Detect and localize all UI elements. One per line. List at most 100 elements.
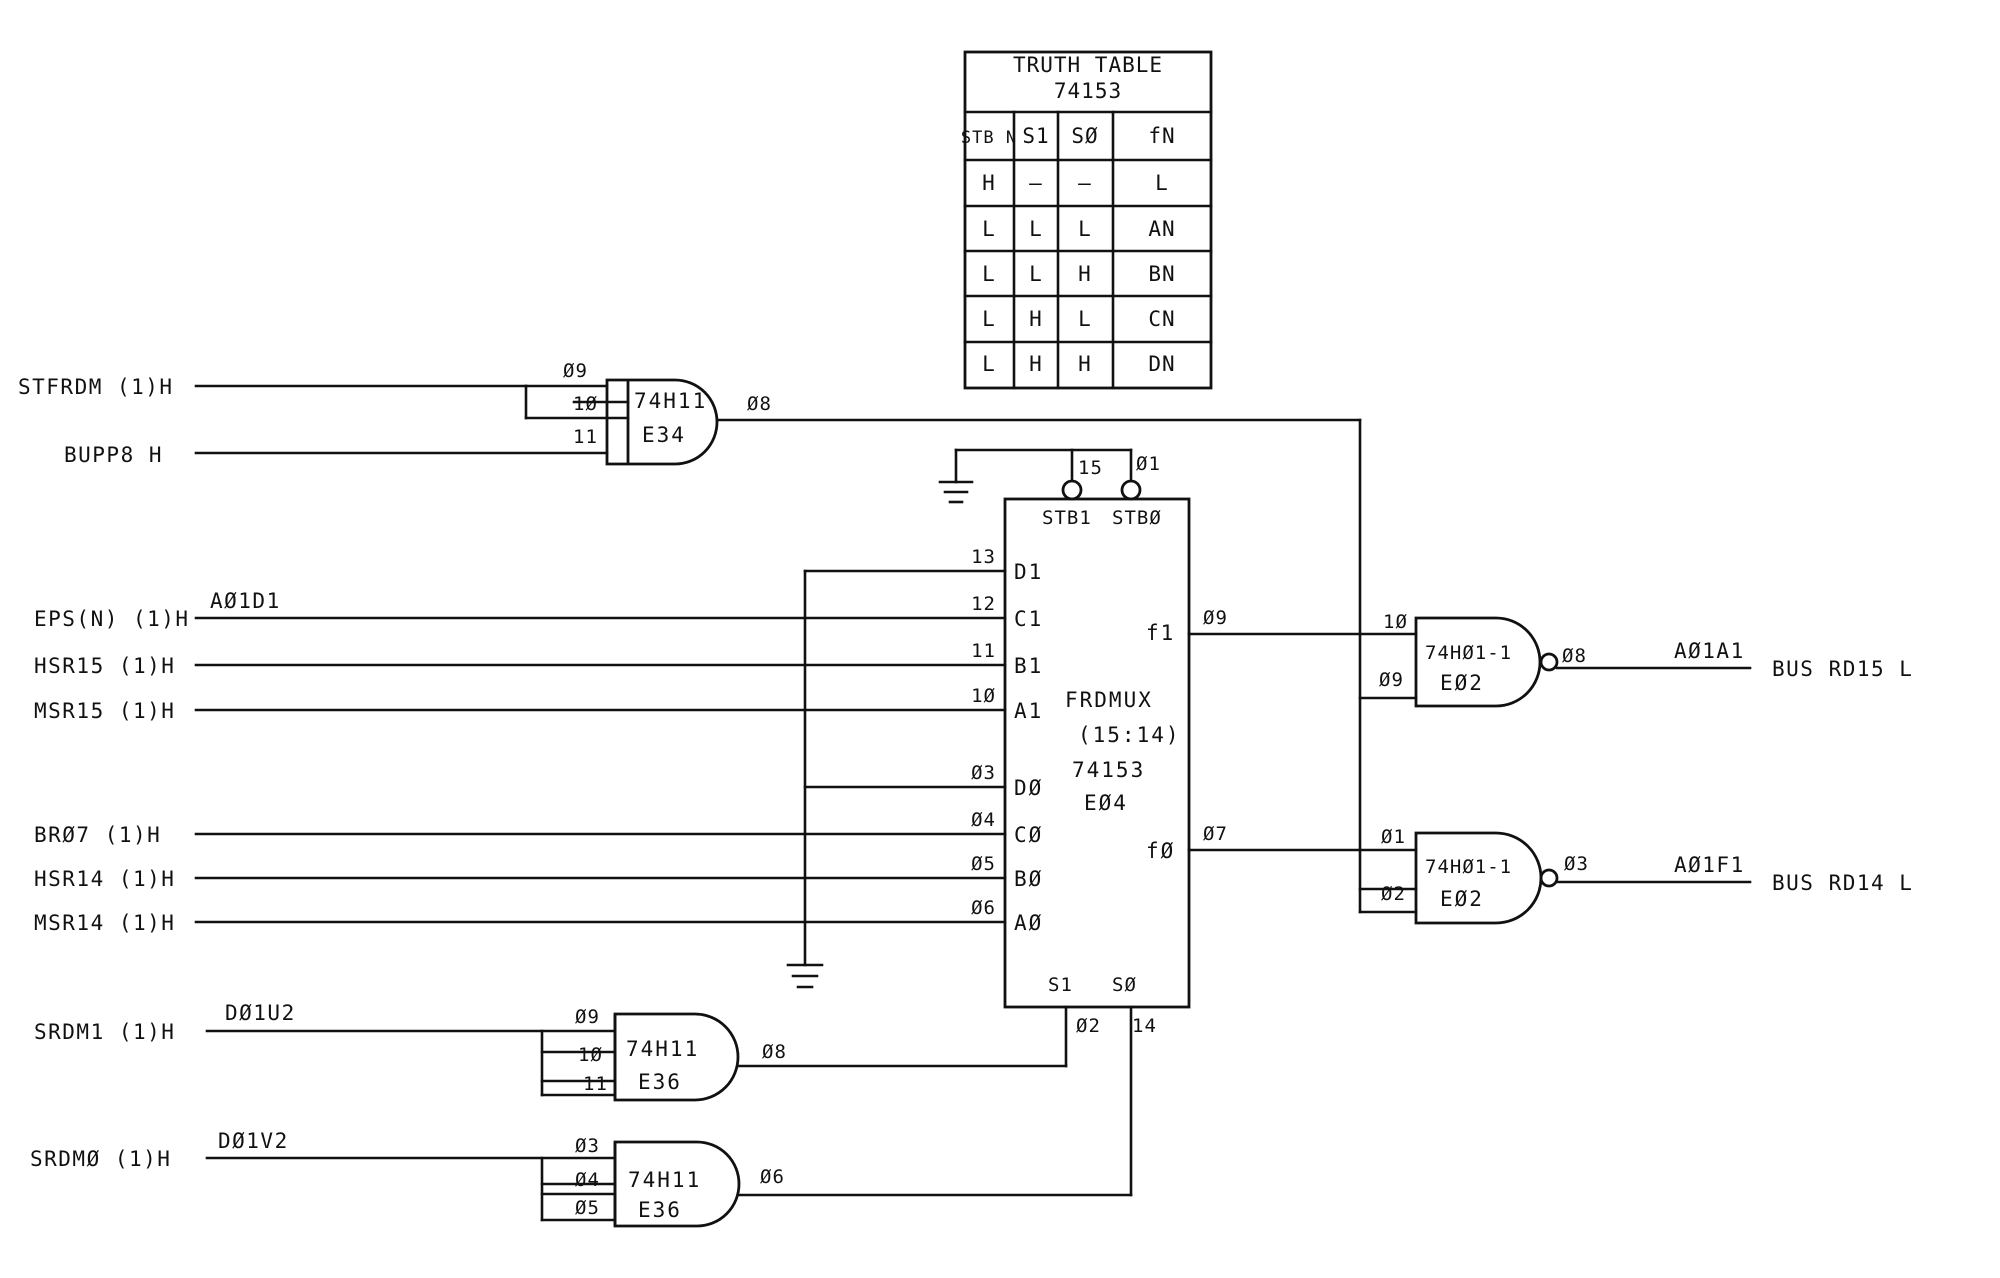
mux-stb1-bubble <box>1061 479 1083 501</box>
mux-input-pin: Ø4 <box>971 809 996 831</box>
signal-stfrdm: STFRDM (1)H <box>18 375 174 399</box>
nand-top-pin-out: Ø8 <box>1562 645 1587 667</box>
truth-table-cell: L <box>982 352 996 376</box>
nand-bottom-pin-b: Ø2 <box>1381 883 1406 905</box>
signal-eps: EPS(N) (1)H <box>34 607 190 631</box>
mux-range: (15:14) <box>1078 723 1181 747</box>
mux-type: 74153 <box>1072 758 1145 782</box>
truth-table-cell: L <box>982 217 996 241</box>
e36b-type: 74H11 <box>628 1168 701 1192</box>
signal-msr15: MSR15 (1)H <box>34 699 175 723</box>
header-fn: fN <box>1148 124 1175 148</box>
signal-msr14: MSR14 (1)H <box>34 911 175 935</box>
nand-top-pin-b: Ø9 <box>1379 669 1404 691</box>
nand-gate-e02-bottom: 74HØ1-1 EØ2 Ø1 Ø2 Ø3 <box>1381 826 1589 925</box>
nand-top-ref: EØ2 <box>1440 671 1484 695</box>
truth-table-cell: H <box>982 171 996 195</box>
signal-br07: BRØ7 (1)H <box>34 823 161 847</box>
mux-out-f0-name: fØ <box>1146 839 1175 863</box>
mux-input-pin: 11 <box>971 640 996 662</box>
signal-labels: STFRDM (1)H BUPP8 H EPS(N) (1)H HSR15 (1… <box>18 375 1913 1171</box>
mux-input-name: A1 <box>1014 699 1043 723</box>
mux-sel-s0-name: SØ <box>1112 974 1137 996</box>
truth-table-part: 74153 <box>1054 79 1122 103</box>
mux-out-f1-name: f1 <box>1146 621 1175 645</box>
mux-input-pin: 1Ø <box>971 685 996 707</box>
mux-input-name: AØ <box>1014 911 1043 935</box>
mux-stb1-pin: 15 <box>1078 457 1103 479</box>
e36a-pin-a: Ø9 <box>575 1006 600 1028</box>
ground-tie-d-inputs <box>786 569 1007 989</box>
mux-input-name: DØ <box>1014 776 1043 800</box>
truth-table-cell: H <box>1078 262 1092 286</box>
header-s0: SØ <box>1071 124 1098 148</box>
signal-srdm1: SRDM1 (1)H <box>34 1020 175 1044</box>
truth-table-cell: H <box>1078 352 1092 376</box>
truth-table-cell: CN <box>1148 307 1175 331</box>
nand-top-type: 74HØ1-1 <box>1425 642 1512 664</box>
output-bus-rd14: BUS RD14 L <box>1772 871 1913 895</box>
signal-srdm0: SRDMØ (1)H <box>30 1147 171 1171</box>
mux-input-pin: Ø6 <box>971 897 996 919</box>
net-d01v2: DØ1V2 <box>218 1129 289 1153</box>
e36a-pin-b: 1Ø <box>578 1044 603 1066</box>
and-gate-e36-bottom: Ø3 Ø4 Ø5 74H11 E36 Ø6 <box>540 1135 785 1228</box>
e34-pin-c: 11 <box>573 426 598 448</box>
e36a-pin-c: 11 <box>583 1073 608 1095</box>
e36b-pin-b: Ø4 <box>575 1169 600 1191</box>
truth-table-cell: L <box>1029 217 1043 241</box>
e34-pin-a: Ø9 <box>563 360 588 382</box>
and-gate-e36-top: Ø9 1Ø 11 74H11 E36 Ø8 <box>540 1006 786 1102</box>
truth-table-cell: DN <box>1148 352 1175 376</box>
e36a-ref: E36 <box>638 1070 682 1094</box>
mux-sel-s1-pin: Ø2 <box>1076 1015 1101 1037</box>
mux-74153-e04: FRDMUX (15:14) 74153 EØ4 STB1 STBØ 15 Ø1… <box>938 448 1228 1037</box>
truth-table-title: TRUTH TABLE <box>1013 53 1163 77</box>
mux-input-name: CØ <box>1014 823 1043 847</box>
mux-stb1-label: STB1 <box>1042 507 1092 529</box>
output-bus-rd15: BUS RD15 L <box>1772 657 1913 681</box>
e34-pin-b: 1Ø <box>573 393 598 415</box>
truth-table-cell: L <box>1029 262 1043 286</box>
e36b-ref: E36 <box>638 1198 682 1222</box>
nand-bottom-pin-a: Ø1 <box>1381 826 1406 848</box>
net-a01d1: AØ1D1 <box>210 589 281 613</box>
mux-input-pin: Ø5 <box>971 853 996 875</box>
truth-table-cell: — <box>1029 171 1043 195</box>
mux-sel-s1-name: S1 <box>1048 974 1073 996</box>
signal-bupp8: BUPP8 H <box>64 443 163 467</box>
signal-hsr15: HSR15 (1)H <box>34 654 175 678</box>
truth-table-cell: L <box>982 262 996 286</box>
truth-table-cell: AN <box>1148 217 1175 241</box>
truth-table-cell: H <box>1029 307 1043 331</box>
nand-gate-e02-top: 74HØ1-1 EØ2 1Ø Ø9 Ø8 <box>1379 611 1587 708</box>
e34-ref: E34 <box>642 423 686 447</box>
e36b-pin-c: Ø5 <box>575 1197 600 1219</box>
e34-pin-out: Ø8 <box>747 393 772 415</box>
truth-table-cell: L <box>1155 171 1169 195</box>
truth-table-cell: BN <box>1148 262 1175 286</box>
net-a01a1: AØ1A1 <box>1674 639 1745 663</box>
mux-ref: EØ4 <box>1084 791 1128 815</box>
mux-out-f1-pin: Ø9 <box>1203 607 1228 629</box>
mux-input-name: BØ <box>1014 867 1043 891</box>
truth-table-cell: L <box>982 307 996 331</box>
and-gate-e34: Ø9 1Ø 11 74H11 E34 Ø8 <box>524 360 772 466</box>
truth-table-cell: H <box>1029 352 1043 376</box>
e34-type: 74H11 <box>634 389 707 413</box>
mux-input-pin: 13 <box>971 546 996 568</box>
net-d01u2: DØ1U2 <box>225 1001 296 1025</box>
mux-out-f0-pin: Ø7 <box>1203 823 1228 845</box>
nand-bottom-pin-out: Ø3 <box>1564 853 1589 875</box>
mux-input-name: D1 <box>1014 560 1043 584</box>
e36b-pin-out: Ø6 <box>760 1166 785 1188</box>
header-stb: STB N <box>961 128 1017 148</box>
mux-stb0-pin: Ø1 <box>1136 453 1161 475</box>
truth-table-cell: — <box>1078 171 1092 195</box>
mux-input-name: B1 <box>1014 654 1043 678</box>
nand-bottom-type: 74HØ1-1 <box>1425 856 1512 878</box>
